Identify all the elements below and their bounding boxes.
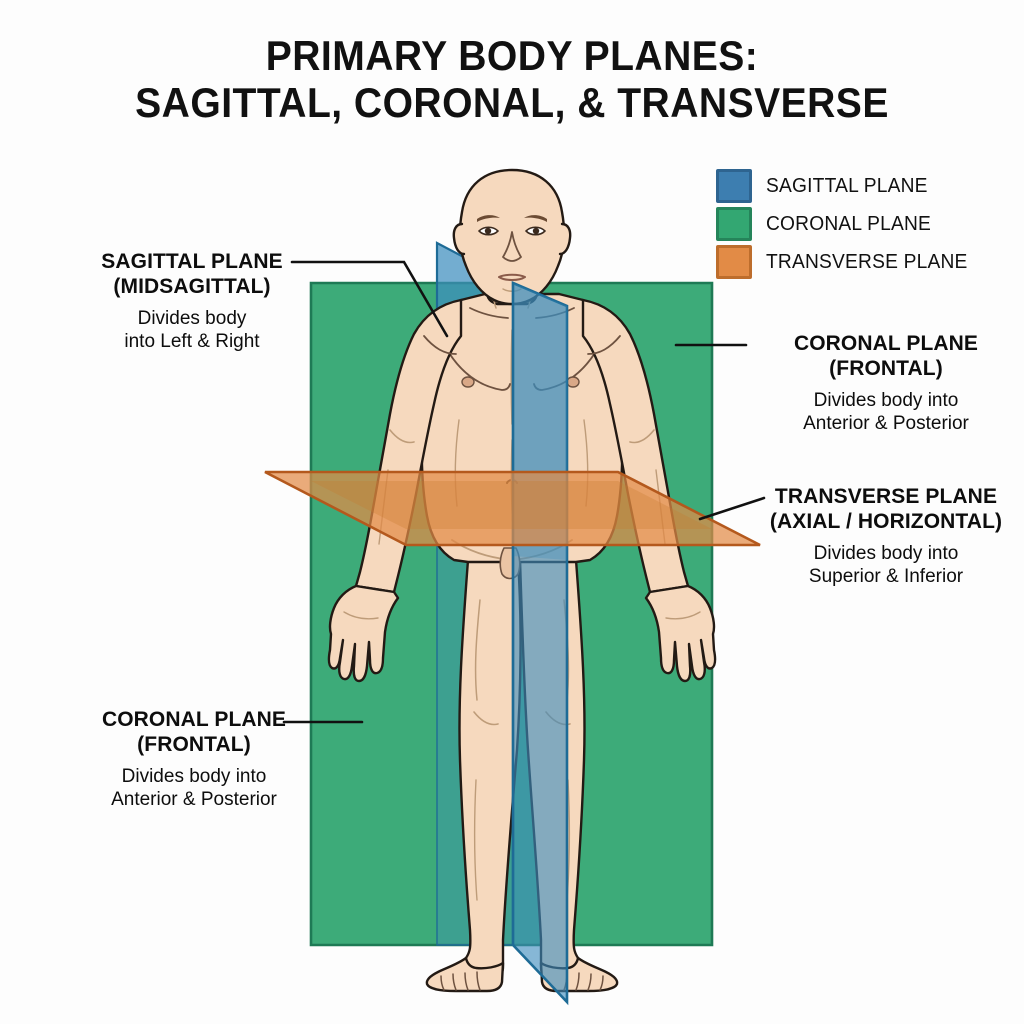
legend-label-sagittal: SAGITTAL PLANE: [766, 174, 928, 197]
callout-coronal-left-heading-1: CORONAL PLANE: [101, 708, 287, 731]
left-knee-line: [473, 711, 499, 726]
callout-coronal-plane-right: CORONAL PLANE (FRONTAL) Divides body int…: [752, 332, 1020, 435]
callout-sagittal-sub-2: into Left & Right: [124, 330, 260, 352]
title-line-2: SAGITTAL, CORONAL, & TRANSVERSE: [135, 79, 889, 127]
callout-transverse-heading-1: TRANSVERSE PLANE: [774, 485, 998, 508]
left-pec: [445, 347, 511, 391]
title-line-1: PRIMARY BODY PLANES:: [265, 32, 759, 79]
legend-item-coronal[interactable]: CORONAL PLANE: [716, 206, 1016, 242]
leader-lines: [282, 260, 766, 724]
callout-coronal-right-heading-1: CORONAL PLANE: [793, 332, 979, 355]
nose: [502, 231, 522, 262]
transverse-color-swatch-icon: [716, 245, 752, 279]
page-title: PRIMARY BODY PLANES: SAGITTAL, CORONAL, …: [0, 32, 1024, 126]
legend: SAGITTAL PLANE CORONAL PLANE TRANSVERSE …: [716, 168, 1016, 282]
legend-item-transverse[interactable]: TRANSVERSE PLANE: [716, 244, 1016, 280]
sagittal-color-swatch-icon: [716, 169, 752, 203]
callout-coronal-right-sub-1: Divides body into: [813, 389, 959, 411]
callout-coronal-right-sub-2: Anterior & Posterior: [803, 412, 969, 434]
legend-label-coronal: CORONAL PLANE: [766, 212, 932, 235]
callout-transverse-sub-2: Superior & Inferior: [808, 565, 964, 587]
clavicle-left: [469, 307, 509, 319]
right-palm-line: [665, 611, 701, 620]
right-hand: [644, 584, 717, 683]
right-deltoid-line: [587, 335, 621, 355]
right-pupil: [532, 227, 540, 235]
left-deltoid-line: [423, 335, 457, 355]
leader-line-transverse: [698, 496, 766, 521]
callout-sagittal-heading-1: SAGITTAL PLANE: [101, 250, 283, 273]
right-nipple: [566, 376, 580, 388]
callout-sagittal-plane: SAGITTAL PLANE (MIDSAGITTAL) Divides bod…: [62, 250, 322, 353]
left-thigh-line: [474, 599, 481, 701]
callout-coronal-left-sub-2: Anterior & Posterior: [111, 788, 277, 810]
mouth: [498, 273, 526, 281]
left-ear: [452, 222, 466, 256]
left-pupil: [484, 227, 492, 235]
right-elbow-line: [629, 429, 655, 444]
callout-coronal-left-sub-1: Divides body into: [121, 765, 267, 787]
left-elbow-line: [389, 429, 415, 444]
callout-coronal-left-heading-2: (FRONTAL): [137, 732, 251, 756]
left-shin-line: [473, 779, 478, 901]
transverse-plane-shape: [264, 470, 761, 547]
callout-transverse-plane: TRANSVERSE PLANE (AXIAL / HORIZONTAL) Di…: [750, 485, 1022, 588]
transverse-plane-body-band: [311, 481, 712, 529]
callout-coronal-right-heading-2: (FRONTAL): [829, 356, 943, 380]
callout-transverse-sub-1: Divides body into: [813, 542, 959, 564]
left-hand: [327, 584, 400, 683]
right-eyebrow: [524, 215, 547, 222]
left-palm-line: [343, 611, 379, 620]
legend-label-transverse: TRANSVERSE PLANE: [766, 250, 968, 273]
callout-transverse-heading-2: (AXIAL / HORIZONTAL): [769, 509, 1003, 533]
coronal-color-swatch-icon: [716, 207, 752, 241]
legend-item-sagittal[interactable]: SAGITTAL PLANE: [716, 168, 1016, 204]
left-nipple: [461, 376, 475, 388]
leader-line-sagittal: [290, 260, 449, 338]
right-ear: [558, 222, 572, 256]
callout-sagittal-sub-1: Divides body: [137, 307, 247, 329]
callout-sagittal-heading-2: (MIDSAGITTAL): [113, 274, 271, 298]
left-eyebrow: [477, 215, 500, 222]
callout-coronal-plane-left: CORONAL PLANE (FRONTAL) Divides body int…: [60, 708, 328, 811]
